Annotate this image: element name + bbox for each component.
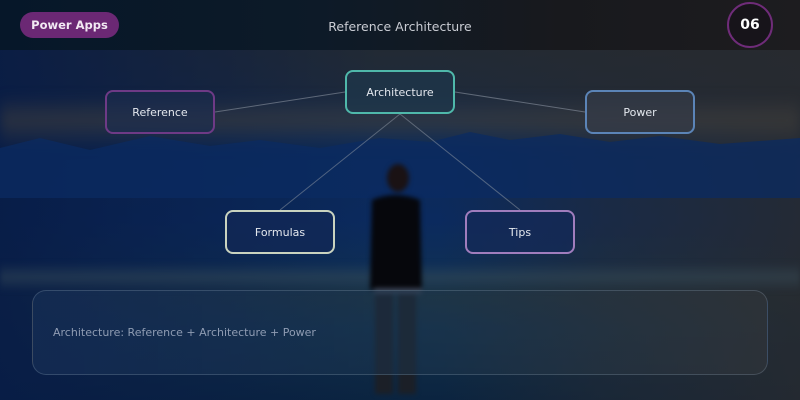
page-number-badge: 06 — [727, 2, 773, 48]
node-label: Tips — [508, 225, 532, 239]
app-badge[interactable]: Power Apps — [20, 12, 119, 38]
node-formulas[interactable]: Formulas — [225, 210, 335, 254]
node-label: Reference — [132, 105, 188, 119]
node-label: Architecture — [366, 85, 434, 99]
node-reference[interactable]: Reference — [105, 90, 215, 134]
header-bar: Power Apps Reference Architecture 06 — [0, 0, 800, 50]
summary-panel: Architecture: Reference + Architecture +… — [32, 290, 768, 375]
node-label: Formulas — [254, 225, 306, 239]
node-power[interactable]: Power — [585, 90, 695, 134]
node-tips[interactable]: Tips — [465, 210, 575, 254]
node-label: Power — [623, 105, 657, 119]
page-title: Reference Architecture — [328, 19, 472, 34]
summary-text: Architecture: Reference + Architecture +… — [53, 326, 316, 339]
node-architecture[interactable]: Architecture — [345, 70, 455, 114]
